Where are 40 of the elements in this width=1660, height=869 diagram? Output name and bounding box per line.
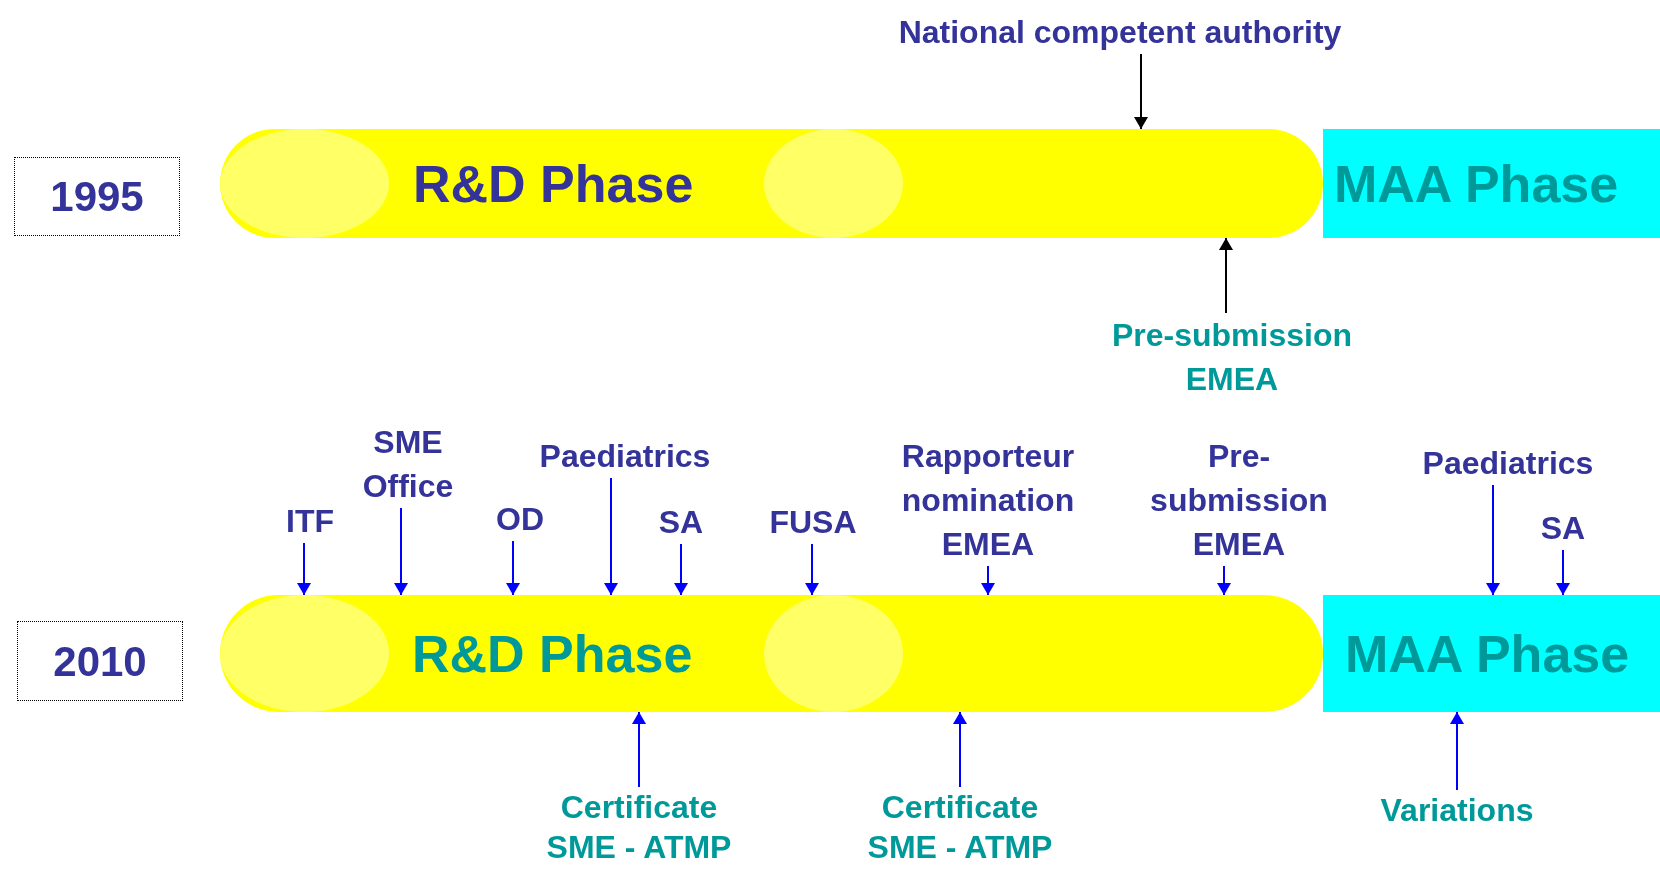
arrow [953, 711, 967, 788]
milestone-label: Certificate SME - ATMP [860, 787, 1060, 867]
arrow [1219, 237, 1233, 314]
arrow [506, 540, 520, 596]
milestone-label: SA [641, 500, 721, 544]
arrow [1217, 565, 1231, 596]
arrow [674, 543, 688, 596]
arrow [604, 477, 618, 596]
arrow [632, 711, 646, 788]
year-box: 2010 [17, 621, 183, 701]
milestone-label: Paediatrics [1398, 441, 1618, 485]
arrow [297, 542, 311, 596]
milestone-label: FUSA [748, 500, 878, 544]
milestone-label: National competent authority [850, 10, 1390, 54]
arrow [394, 507, 408, 596]
phase-label: R&D Phase [412, 623, 693, 685]
year-box: 1995 [14, 157, 180, 236]
phase-band [220, 129, 1323, 238]
milestone-label: Variations [1357, 790, 1557, 830]
milestone-label: SA [1523, 506, 1603, 550]
phase-band [220, 595, 1323, 712]
milestone-label: ITF [270, 499, 350, 543]
milestone-label: Paediatrics [515, 434, 735, 478]
arrow [805, 543, 819, 596]
phase-band [1323, 129, 1660, 238]
milestone-label: OD [480, 497, 560, 541]
arrow [1450, 711, 1464, 791]
phase-label: R&D Phase [413, 153, 694, 215]
milestone-label: Pre-submission EMEA [1130, 434, 1348, 566]
phase-label: MAA Phase [1345, 623, 1630, 685]
phase-label: MAA Phase [1334, 153, 1619, 215]
milestone-label: SME Office [350, 420, 466, 508]
phase-band [1323, 595, 1660, 712]
arrow [1556, 549, 1570, 596]
milestone-label: Rapporteur nomination EMEA [883, 434, 1093, 566]
milestone-label: Certificate SME - ATMP [539, 787, 739, 867]
arrow [981, 565, 995, 596]
arrow [1134, 53, 1148, 130]
milestone-label: Pre-submission EMEA [1082, 313, 1382, 401]
arrow [1486, 484, 1500, 596]
